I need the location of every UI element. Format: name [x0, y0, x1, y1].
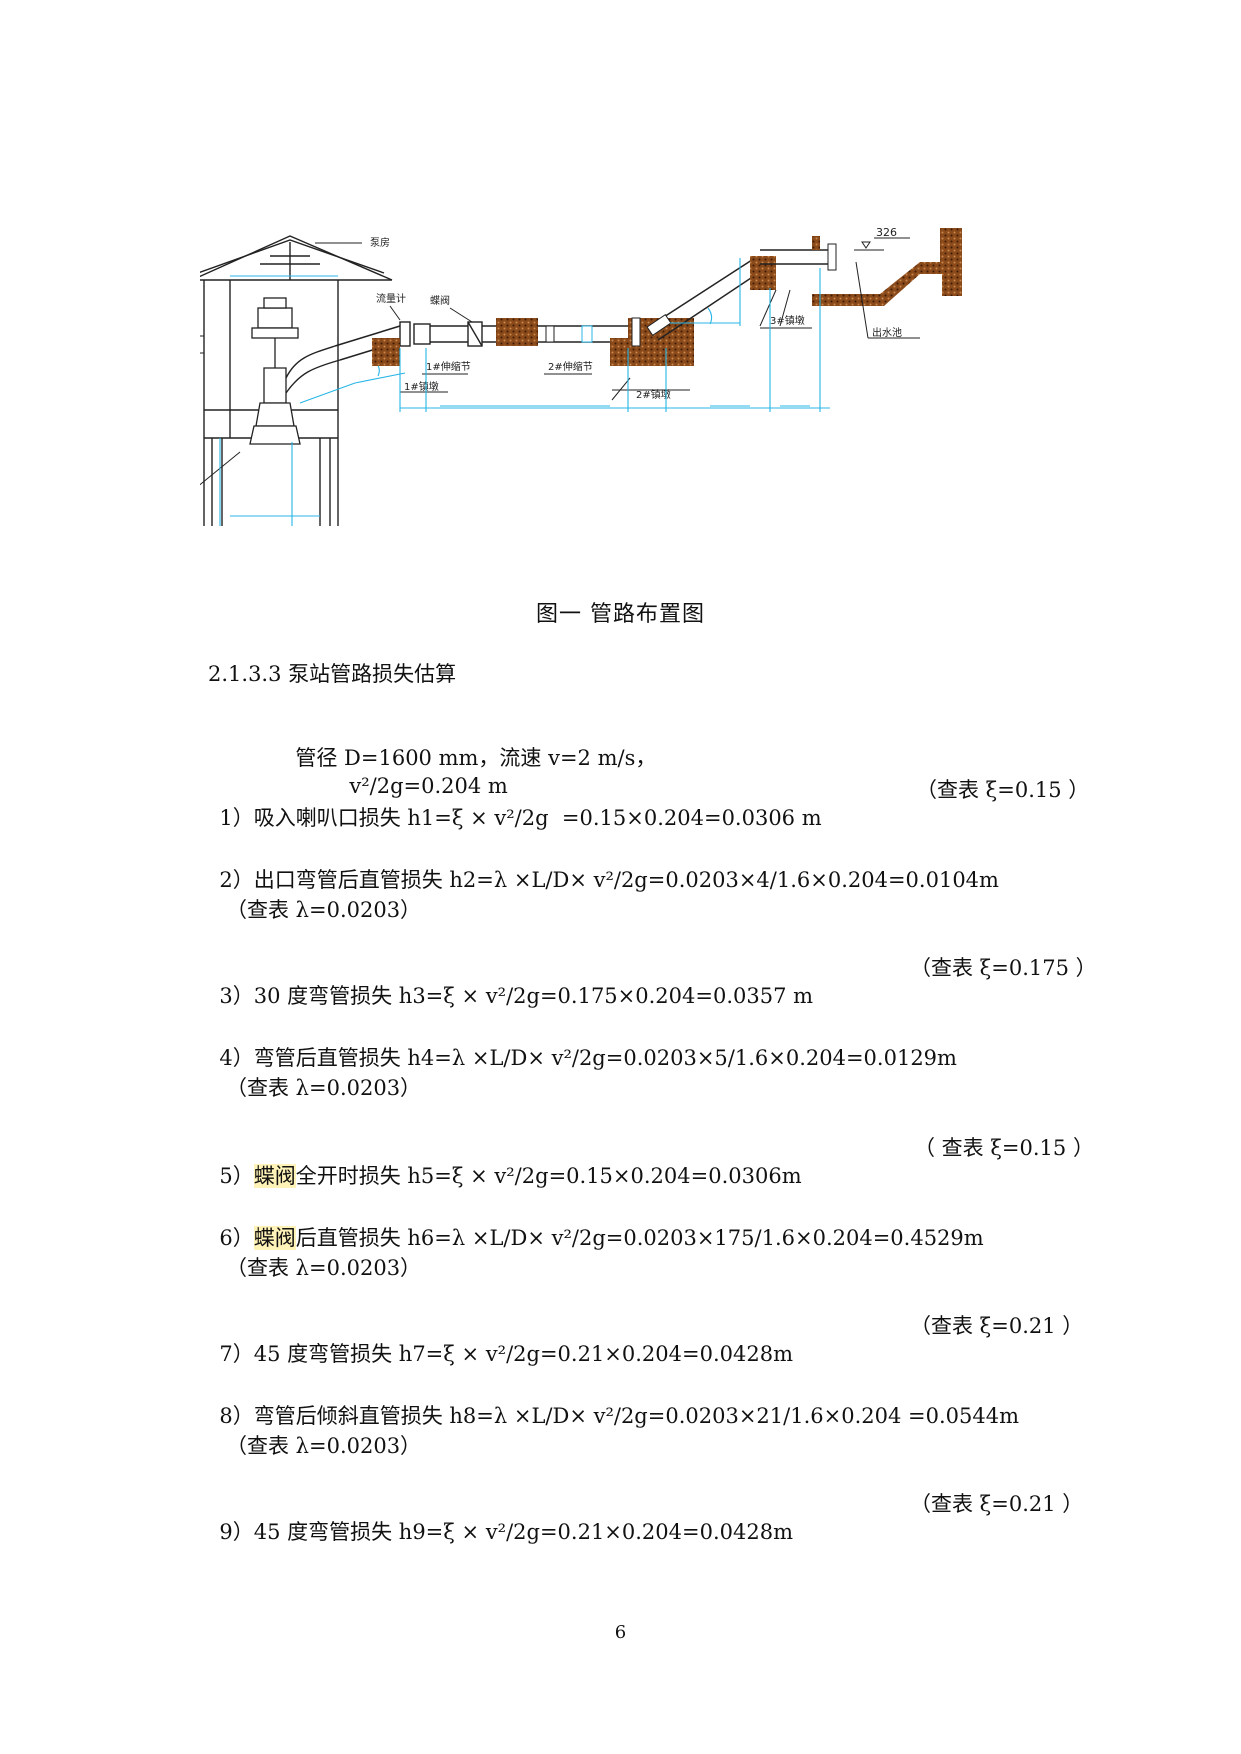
loss-item-2: 2）出口弯管后直管损失 h2=λ ×L/D× v²/2g=0.0203×4/1.…	[206, 838, 999, 894]
loss-item-9-text: 9）45 度弯管损失 h9=ξ × v²/2g=0.21×0.204=0.042…	[219, 1520, 794, 1544]
label-pier-1: 1#镇墩	[404, 380, 439, 393]
label-expansion-1: 1#伸缩节	[426, 360, 471, 373]
loss-item-6-note: （查表 λ=0.0203）	[226, 1256, 422, 1280]
loss-item-4-text: 4）弯管后直管损失 h4=λ ×L/D× v²/2g=0.0203×5/1.6×…	[219, 1046, 957, 1070]
loss-item-7-note: （查表 ξ=0.21 ）	[910, 1314, 1084, 1338]
loss-item-2-text: 2）出口弯管后直管损失 h2=λ ×L/D× v²/2g=0.0203×4/1.…	[219, 868, 999, 892]
loss-item-8: 8）弯管后倾斜直管损失 h8=λ ×L/D× v²/2g=0.0203×21/1…	[206, 1374, 1019, 1430]
loss-item-4-note: （查表 λ=0.0203）	[226, 1076, 422, 1100]
pier-2-block	[610, 338, 632, 366]
label-flowmeter: 流量计	[376, 292, 406, 305]
loss-item-1-text: 1）吸入喇叭口损失 h1=ξ × v²/2g =0.15×0.204=0.030…	[219, 806, 822, 830]
loss-item-6: 6）蝶阀后直管损失 h6=λ ×L/D× v²/2g=0.0203×175/1.…	[206, 1196, 984, 1252]
pipe-params: 管径 D=1600 mm，流速 v=2 m/s，	[295, 746, 657, 770]
parameters-line: 管径 D=1600 mm，流速 v=2 m/s， v²/2g=0.204 m	[282, 716, 656, 800]
label-pier-3: 3#镇墩	[770, 314, 805, 327]
loss-item-2-note: （查表 λ=0.0203）	[226, 898, 422, 922]
loss-item-9-note: （查表 ξ=0.21 ）	[910, 1492, 1084, 1516]
loss-item-8-note: （查表 λ=0.0203）	[226, 1434, 422, 1458]
support-block-a	[496, 318, 538, 346]
label-elevation: 326	[876, 228, 897, 239]
loss-item-3-note: （查表 ξ=0.175 ）	[910, 956, 1097, 980]
label-expansion-2: 2#伸缩节	[548, 360, 593, 373]
pier-1-block	[372, 338, 400, 366]
loss-item-7: 7）45 度弯管损失 h7=ξ × v²/2g=0.21×0.204=0.042…	[206, 1312, 793, 1368]
loss-item-6-highlight: 蝶阀	[253, 1226, 296, 1250]
loss-item-6-text: 后直管损失 h6=λ ×L/D× v²/2g=0.0203×175/1.6×0.…	[295, 1226, 984, 1250]
loss-item-7-text: 7）45 度弯管损失 h7=ξ × v²/2g=0.21×0.204=0.042…	[219, 1342, 794, 1366]
loss-item-8-text: 8）弯管后倾斜直管损失 h8=λ ×L/D× v²/2g=0.0203×21/1…	[219, 1404, 1019, 1428]
label-pump-room: 泵房	[370, 236, 390, 249]
loss-item-5: 5）蝶阀全开时损失 h5=ξ × v²/2g=0.15×0.204=0.0306…	[206, 1134, 802, 1190]
pump-house	[200, 235, 393, 526]
loss-item-3: 3）30 度弯管损失 h3=ξ × v²/2g=0.175×0.204=0.03…	[206, 954, 813, 1010]
outlet-pool-wall	[812, 228, 962, 306]
page-number: 6	[614, 1622, 627, 1643]
pipeline-layout-drawing: 泵房 5 流量计 1#伸缩节 1#镇墩	[200, 228, 962, 526]
loss-item-5-text: 全开时损失 h5=ξ × v²/2g=0.15×0.204=0.0306m	[295, 1164, 802, 1188]
loss-item-6-num: 6）	[219, 1226, 254, 1250]
label-pier-2: 2#镇墩	[636, 388, 671, 401]
loss-item-9: 9）45 度弯管损失 h9=ξ × v²/2g=0.21×0.204=0.042…	[206, 1490, 793, 1546]
loss-item-1-note: （查表 ξ=0.15 ）	[916, 778, 1090, 802]
velocity-head: v²/2g=0.204 m	[349, 774, 508, 798]
loss-item-1: 1）吸入喇叭口损失 h1=ξ × v²/2g =0.15×0.204=0.030…	[206, 776, 822, 832]
butterfly-valve	[467, 321, 483, 347]
loss-item-5-highlight: 蝶阀	[253, 1164, 296, 1188]
label-butterfly-valve: 蝶阀	[430, 294, 450, 307]
loss-item-4: 4）弯管后直管损失 h4=λ ×L/D× v²/2g=0.0203×5/1.6×…	[206, 1016, 957, 1072]
loss-item-5-num: 5）	[219, 1164, 254, 1188]
loss-item-5-note: （ 查表 ξ=0.15 ）	[914, 1136, 1094, 1160]
section-heading: 2.1.3.3 泵站管路损失估算	[208, 662, 457, 686]
figure-caption: 图一 管路布置图	[536, 602, 705, 627]
pier-3-block	[750, 256, 776, 290]
pump-unit	[249, 297, 301, 445]
loss-item-3-text: 3）30 度弯管损失 h3=ξ × v²/2g=0.175×0.204=0.03…	[219, 984, 814, 1008]
label-outlet-pool: 出水池	[872, 326, 902, 339]
